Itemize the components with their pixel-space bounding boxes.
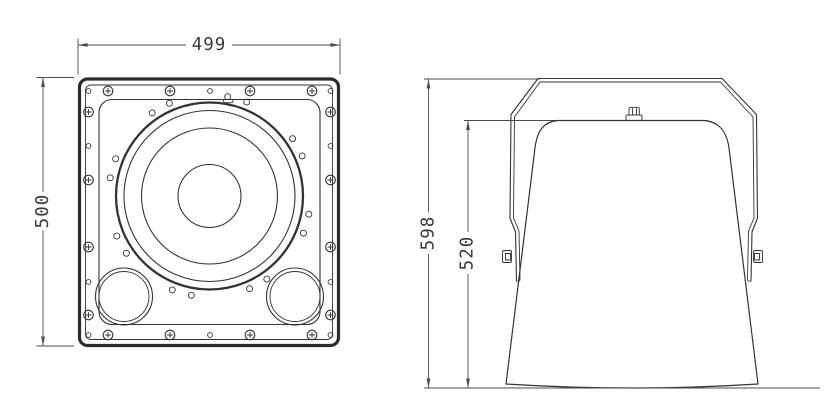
mounting-bracket bbox=[502, 77, 763, 282]
arrowhead-up bbox=[466, 120, 470, 130]
cabinet-rim-line bbox=[85, 84, 333, 340]
baffle-panel-line bbox=[98, 98, 321, 326]
perimeter-screws bbox=[83, 85, 336, 341]
cabinet-outer-edge bbox=[77, 77, 341, 348]
arrowhead-down bbox=[426, 378, 431, 388]
speaker-body bbox=[505, 119, 759, 389]
baffle-top-notch bbox=[222, 99, 234, 104]
bass-port-left bbox=[94, 267, 154, 326]
woofer-gasket-ring bbox=[123, 109, 296, 283]
dimension-height: 500 bbox=[33, 77, 74, 347]
cabinet-frame bbox=[77, 77, 341, 348]
bracket-inner-contour bbox=[513, 81, 755, 281]
front-width-label: 499 bbox=[192, 35, 227, 55]
side-view: 598 520 bbox=[419, 77, 820, 389]
screw-large bbox=[83, 85, 336, 341]
arrowhead-down bbox=[466, 378, 470, 388]
top-fitting bbox=[625, 106, 643, 121]
dimension-width: 499 bbox=[77, 35, 341, 75]
dimension-overall-height: 598 bbox=[419, 78, 540, 388]
woofer bbox=[114, 101, 305, 291]
arrowhead-up bbox=[426, 79, 431, 89]
arrowhead-left bbox=[78, 43, 88, 47]
bracket-outer-contour bbox=[509, 77, 759, 282]
arrowhead-up bbox=[41, 77, 45, 87]
woofer-outer-ring bbox=[114, 101, 305, 291]
front-height-label: 500 bbox=[33, 194, 53, 229]
arrowhead-down bbox=[41, 336, 45, 346]
bracket-pivot-knob-right bbox=[753, 250, 763, 263]
side-overall-height-label: 598 bbox=[419, 216, 439, 251]
woofer-cone-edge bbox=[140, 127, 279, 265]
front-view: 499 500 bbox=[33, 35, 341, 348]
side-body-height-label: 520 bbox=[458, 236, 478, 271]
bracket-pivot-knob-left bbox=[502, 250, 512, 263]
bracket-arm-tips bbox=[516, 279, 752, 282]
bass-port-right bbox=[265, 267, 325, 326]
dimension-body-height: 520 bbox=[458, 120, 478, 388]
woofer-dust-cap bbox=[177, 163, 242, 229]
woofer-bolts bbox=[106, 93, 313, 299]
screw-small bbox=[85, 88, 334, 338]
arrowhead-right bbox=[330, 43, 340, 47]
